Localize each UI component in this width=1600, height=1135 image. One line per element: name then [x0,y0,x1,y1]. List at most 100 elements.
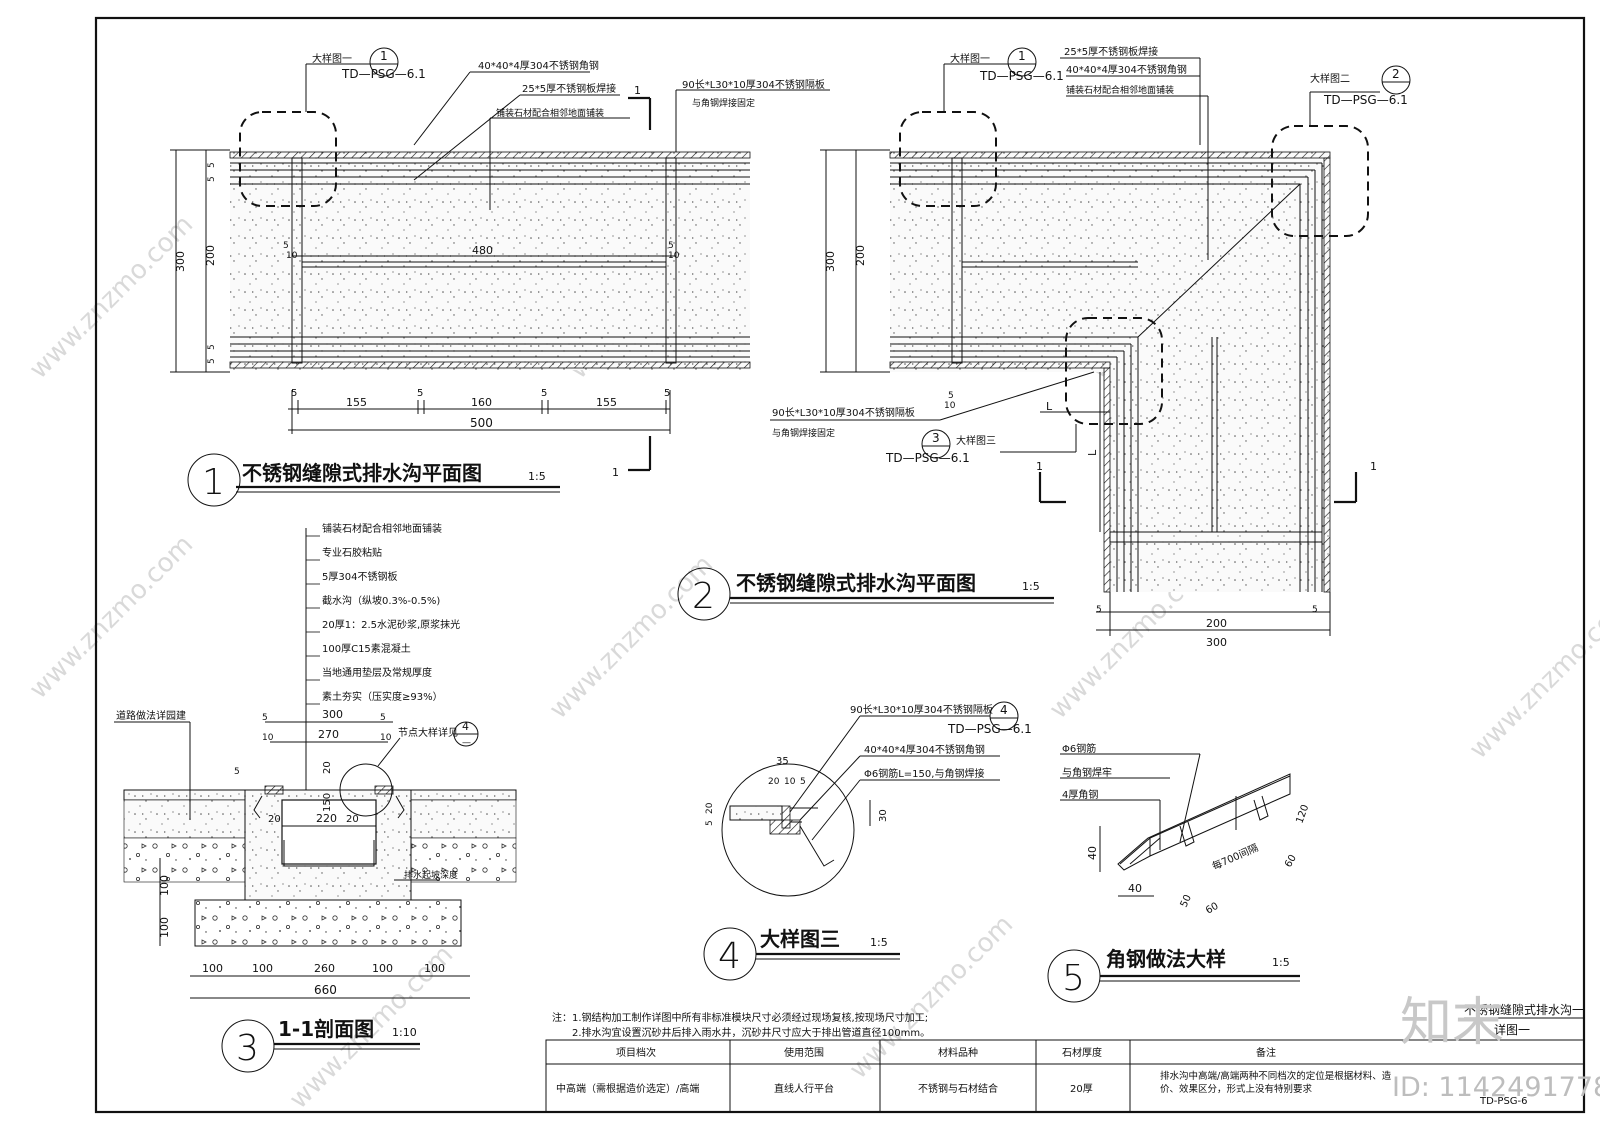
watermark-site: www.znzmo.com [24,210,199,385]
plan1-dim-200: 200 [204,245,217,266]
sheet-code: TD-PSG-6 [1479,1096,1528,1107]
section-dim-5c: 5 [234,767,240,777]
id-watermark: ID: 1142491778 [1392,1072,1600,1103]
section-dim-b1: 100 [252,962,273,975]
detail5-dim-60b: 60 [1283,853,1299,870]
section-node-sub: — [462,738,471,748]
plan1-dim-300: 300 [174,251,187,272]
plan2-c1-ref: TD—PSG—6.1 [979,69,1064,83]
detail3-dim-5b: 5 [705,820,715,826]
section-node-circle [339,763,393,817]
section-layer-2: 5厚304不锈钢板 [322,570,397,583]
section-dim-220: 220 [316,812,337,825]
detail3-dim-30: 30 [878,809,889,822]
table-header-1: 使用范围 [784,1046,824,1059]
table-header-0: 项目档次 [616,1046,656,1059]
detail5-note2: 与角钢焊牢 [1062,766,1112,779]
plan-1: 大样图一 1 TD—PSG—6.1 40*40*4厚304不锈钢角钢 25*5厚… [170,47,830,507]
plan1-note-strip2: 与角钢焊接固定 [692,97,755,109]
plan1-callout-label: 大样图一 [312,52,352,65]
plan1-dim-left-5: 5 [207,358,217,364]
section-dim-300: 300 [322,708,343,721]
note-2: 2.排水沟宜设置沉砂井后排入雨水井，沉砂井尺寸应大于排出管道直径100mm。 [572,1026,930,1039]
section-dim-total: 660 [314,983,337,997]
plan2-c2-ref: TD—PSG—6.1 [1323,93,1408,107]
plan1-note-angle: 40*40*4厚304不锈钢角钢 [478,59,599,72]
section-layer-5: 100厚C15素混凝土 [322,642,411,655]
plan2-c3-label: 大样图三 [956,434,996,447]
plan1-dim-left-5: 5 [207,176,217,182]
plan1-dim-b0: 5 [291,388,297,399]
plan-2: 大样图一 1 TD—PSG—6.1 大样图二 2 TD—PSG—6.1 3 大样… [677,45,1411,649]
plan2-dim-5: 5 [948,391,954,401]
section-node-note: 节点大样详见 [398,726,458,739]
plan1-scale: 1:5 [528,470,546,483]
plan2-c1-num: 1 [1018,49,1026,63]
section-layer-6: 当地通用垫层及常规厚度 [322,666,432,679]
detail3-circle [721,763,855,897]
detail5-note4: 每700间隔 [1210,841,1260,873]
plan2-dim-300-bottom: 300 [1206,636,1227,649]
plan1-title: 不锈钢缝隙式排水沟平面图 [242,461,482,485]
plan2-note-strip2: 与角钢焊接固定 [772,427,835,439]
plan1-dim-inner: 480 [472,244,493,257]
plan1-dim-5a: 5 [283,241,289,251]
section-layer-1: 专业石胶粘贴 [322,546,382,559]
detail5-scale: 1:5 [1272,956,1290,969]
detail5-note3: 4厚角钢 [1062,788,1098,801]
section-dim-10b: 10 [380,733,392,743]
detail5-dim-60a: 60 [1204,901,1221,917]
table-header-4: 备注 [1256,1046,1276,1059]
section-dim-20b: 20 [346,814,359,825]
section-layer-4: 20厚1：2.5水泥砂浆,原浆抹光 [322,618,460,631]
detail3-title-num: 4 [718,936,741,977]
plan2-dim-200-bottom: 200 [1206,617,1227,630]
plan1-note-strip: 90长*L30*10厚304不锈钢隔板 [682,78,825,91]
plan1-section-mark-top: 1 [634,84,641,97]
plan1-section-mark-bottom: 1 [612,466,619,479]
detail3-note3: Φ6钢筋L=150,与角钢焊接 [864,767,984,780]
sheet-sub: 详图一 [1494,1022,1530,1037]
plan2-dim-300-left: 300 [824,251,837,272]
plan2-dim-L2: L [1086,449,1099,456]
section-node-num: 4 [462,720,469,733]
plan1-dim-5b: 5 [668,241,674,251]
plan2-dim-200-left: 200 [854,245,867,266]
detail5-title: 角钢做法大样 [1106,947,1226,971]
plan2-dim-10: 10 [944,401,956,411]
section-dim-270: 270 [318,728,339,741]
section-dim-b4: 100 [424,962,445,975]
plan1-title-circle [187,453,241,507]
plan1-dim-left-5: 5 [207,162,217,168]
table-frame [545,1039,1585,1113]
plan2-c3-ref: TD—PSG—6.1 [885,451,970,465]
section-dim-b2: 260 [314,962,335,975]
plan2-dim-5: 5 [1096,605,1102,615]
table-header-2: 材料品种 [938,1046,978,1059]
section-title: 1-1剖面图 [278,1017,374,1041]
plan1-dim-b4: 5 [541,388,547,399]
section-dim-150: 150 [322,793,333,812]
detail3-dim-10: 10 [784,777,796,787]
plan1-note-plate: 25*5厚不锈钢板焊接 [522,82,616,95]
section-left-note: 道路做法详园建 [116,709,186,722]
section-dim-b0: 100 [202,962,223,975]
plan2-title-num: 2 [692,576,715,617]
section-dim-100b: 100 [158,917,171,938]
watermark-site: www.znzmo.com [24,530,199,705]
table-cell-3: 20厚 [1070,1083,1093,1095]
plan1-dim-b2: 5 [417,388,423,399]
plan2-section-mark-right: 1 [1370,460,1377,473]
detail3-title: 大样图三 [760,927,840,951]
section-dim-5a: 5 [262,713,268,723]
plan2-title: 不锈钢缝隙式排水沟平面图 [736,571,976,595]
plan2-dim-L1: L [1046,400,1053,413]
detail3-dim-20: 20 [768,777,780,787]
plan2-note-plate: 25*5厚不锈钢板焊接 [1064,45,1158,58]
detail-5: Φ6钢筋 与角钢焊牢 4厚角钢 每700间隔 40 40 50 60 60 12… [1047,742,1311,1003]
plan1-bottom-edge [229,361,751,369]
detail3-dim-5: 5 [800,777,806,787]
detail3-note1: 90长*L30*10厚304不锈钢隔板 [850,703,993,716]
brand-watermark: 知末 [1400,993,1504,1053]
notes-table: 注：1.钢结构加工制作详图中所有非标准模块尺寸必须经过现场复核,按现场尺寸加工;… [545,1002,1585,1113]
